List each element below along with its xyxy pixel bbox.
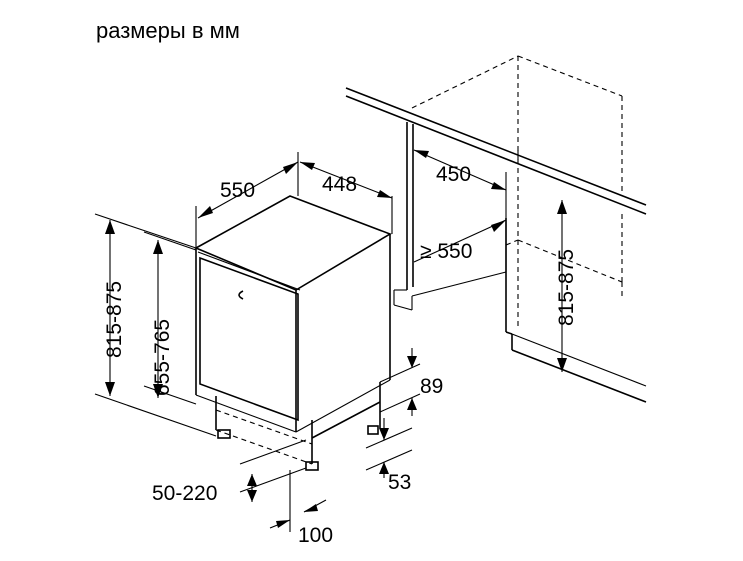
dim-niche-height [557,200,567,372]
door-handle-icon [238,290,244,300]
diagram-title: размеры в мм [96,18,240,43]
label-niche-450: 450 [436,163,471,186]
dim-foot-50-220 [239,439,307,502]
foot-front-left-icon [217,429,231,439]
kitchen-niche [345,55,647,403]
label-depth-550: 550 [220,179,255,202]
dim-niche-450 [413,149,507,191]
label-height-655-765: 655-765 [151,319,174,396]
dim-depth-550 [195,152,299,248]
dim-height-815-875 [94,213,217,437]
label-niche-height: 815-875 [555,249,578,326]
dim-plinth-89 [379,348,421,416]
label-width-448: 448 [322,173,357,196]
label-plinth-89: 89 [420,375,443,398]
dim-height-655-765 [143,231,197,405]
label-plinth-53: 53 [388,471,411,494]
dishwasher-body [194,195,392,471]
label-foot-100: 100 [298,524,333,547]
label-height-815-875: 815-875 [103,281,126,358]
label-foot-50-220: 50-220 [152,482,217,505]
foot-rear-right-icon [367,425,379,435]
dim-foot-100 [269,470,327,532]
label-niche-depth: ≥ 550 [420,240,472,263]
dim-niche-depth [413,219,507,263]
dim-width-448 [299,161,393,234]
dim-plinth-53 [365,418,413,478]
foot-front-right-icon [305,461,319,471]
